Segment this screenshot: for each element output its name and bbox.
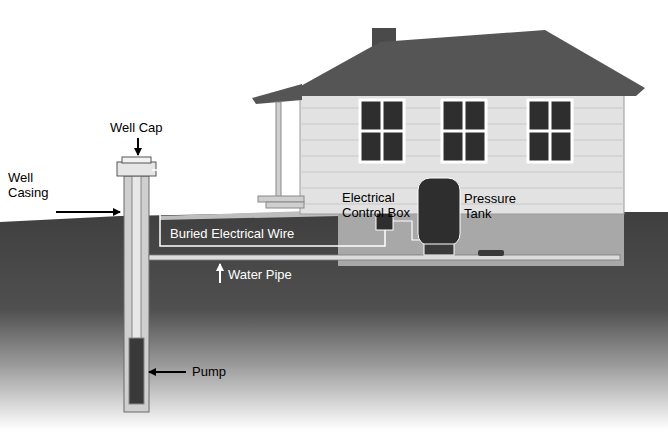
drop-pipe (132, 176, 141, 340)
tank-base (424, 244, 454, 255)
part-label: Well Cap (110, 120, 180, 135)
fitting (478, 250, 504, 256)
leader-arrow (219, 264, 221, 283)
steps (258, 196, 304, 202)
pump (129, 338, 144, 404)
well-cap (122, 157, 151, 163)
windows (360, 100, 572, 162)
part-label: Well Casing (8, 170, 58, 200)
porch-post (276, 102, 281, 202)
pressure-tank (418, 178, 460, 246)
part-label: Pump (192, 364, 252, 379)
control-wire (393, 221, 420, 240)
part-label: Water Pipe (228, 267, 318, 282)
steps (266, 202, 304, 208)
water-pipe (149, 255, 620, 260)
part-label: Pressure Tank (464, 191, 526, 221)
leader-arrow (149, 371, 186, 373)
part-label: Electrical Control Box (342, 190, 412, 220)
leader-arrow (137, 138, 139, 155)
leader-arrow (56, 211, 120, 213)
part-label: Buried Electrical Wire (170, 226, 340, 241)
well-cap (117, 162, 156, 176)
porch-roof (252, 84, 302, 104)
roof (290, 30, 645, 96)
well-casing (124, 176, 149, 412)
ground (0, 212, 668, 430)
